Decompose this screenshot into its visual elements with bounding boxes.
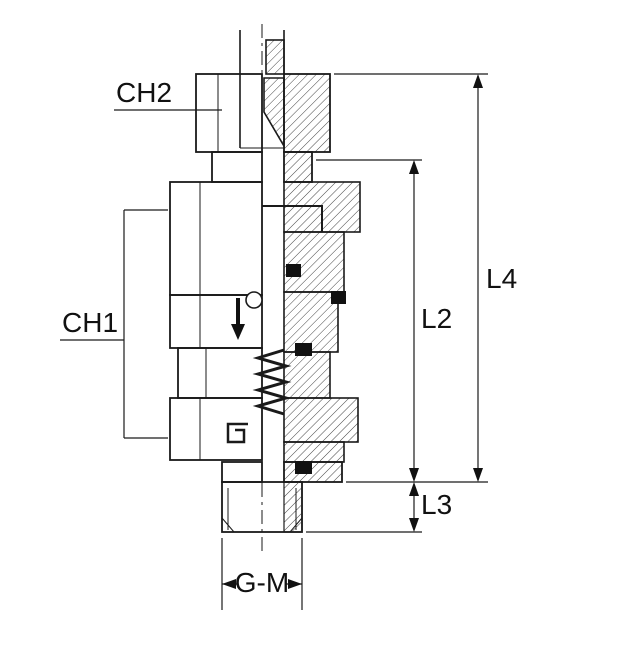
logo-mark [226,422,248,444]
spring [252,348,292,416]
dimension-l3: L3 [306,482,452,533]
chamfer-right [289,517,303,533]
seal-middle [295,343,312,356]
label-l3: L3 [421,489,452,520]
seal-top [286,264,301,277]
dimension-l2: L2 [316,159,452,482]
label-ch1: CH1 [62,307,118,338]
body-left-view [169,181,263,461]
label-ch2: CH2 [116,77,172,108]
label-gm: G-M [235,567,289,598]
label-l2: L2 [421,303,452,334]
seal-outer [331,291,346,304]
label-l4: L4 [486,263,517,294]
flow-arrow [231,298,245,340]
seals [286,264,346,474]
seal-bottom [295,461,312,474]
chamfer-left [221,517,235,533]
pipe-tube [239,30,285,149]
internal-passage [262,205,323,232]
dimension-ch1: CH1 [60,209,168,439]
dimension-gm: G-M [221,538,303,610]
threaded-stud [221,481,303,533]
dimension-ch2: CH2 [114,77,222,111]
flow-arrowhead [231,324,245,340]
check-ball [245,291,263,309]
dimension-l4: L4 [334,73,517,483]
